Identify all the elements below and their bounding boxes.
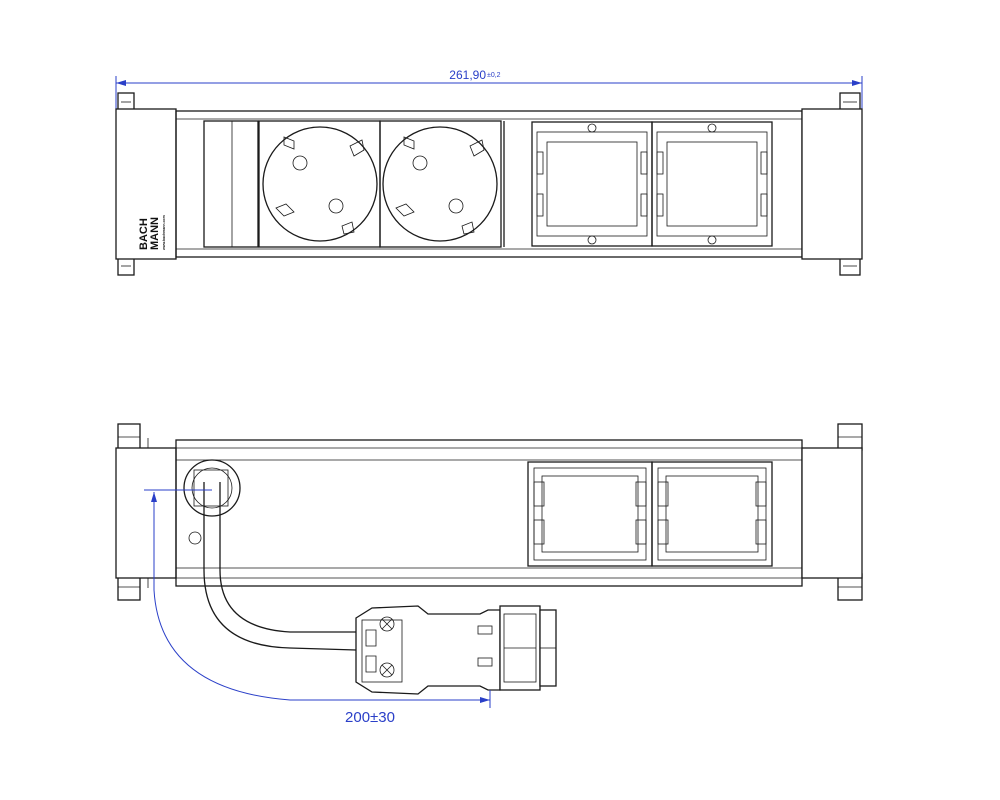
schuko-socket-1 [258, 120, 381, 248]
top-view: 261,90 ±0,2 BACH MANN www.bachmann.com [115, 68, 863, 276]
module-frame-top-2 [651, 121, 773, 247]
length-value: 261,90 [449, 68, 486, 82]
power-cable [203, 482, 357, 651]
bottom-right-end-cap [801, 423, 863, 601]
bottom-view: 200±30 [115, 423, 863, 726]
right-end-cap [801, 92, 863, 276]
brand-name-line2: MANN [149, 217, 161, 250]
schuko-socket-2 [379, 120, 502, 248]
brand-label: BACH MANN www.bachmann.com [138, 215, 166, 251]
module-frame-bottom-1 [527, 461, 653, 567]
brand-website: www.bachmann.com [162, 215, 166, 251]
length-tolerance: ±0,2 [487, 72, 501, 79]
module-frame-bottom-2 [651, 461, 773, 567]
module-frame-top-1 [531, 121, 653, 247]
length-dimension: 261,90 ±0,2 [115, 68, 863, 110]
cable-length-dimension: 200±30 [144, 489, 491, 726]
cable-length-value: 200±30 [345, 709, 395, 726]
blank-panel [203, 120, 259, 248]
bottom-left-end-cap [115, 423, 177, 601]
top-profile [175, 110, 803, 258]
cable-gland [183, 459, 241, 545]
gst-connector [355, 605, 557, 695]
brand-name-line1: BACH [138, 218, 150, 250]
